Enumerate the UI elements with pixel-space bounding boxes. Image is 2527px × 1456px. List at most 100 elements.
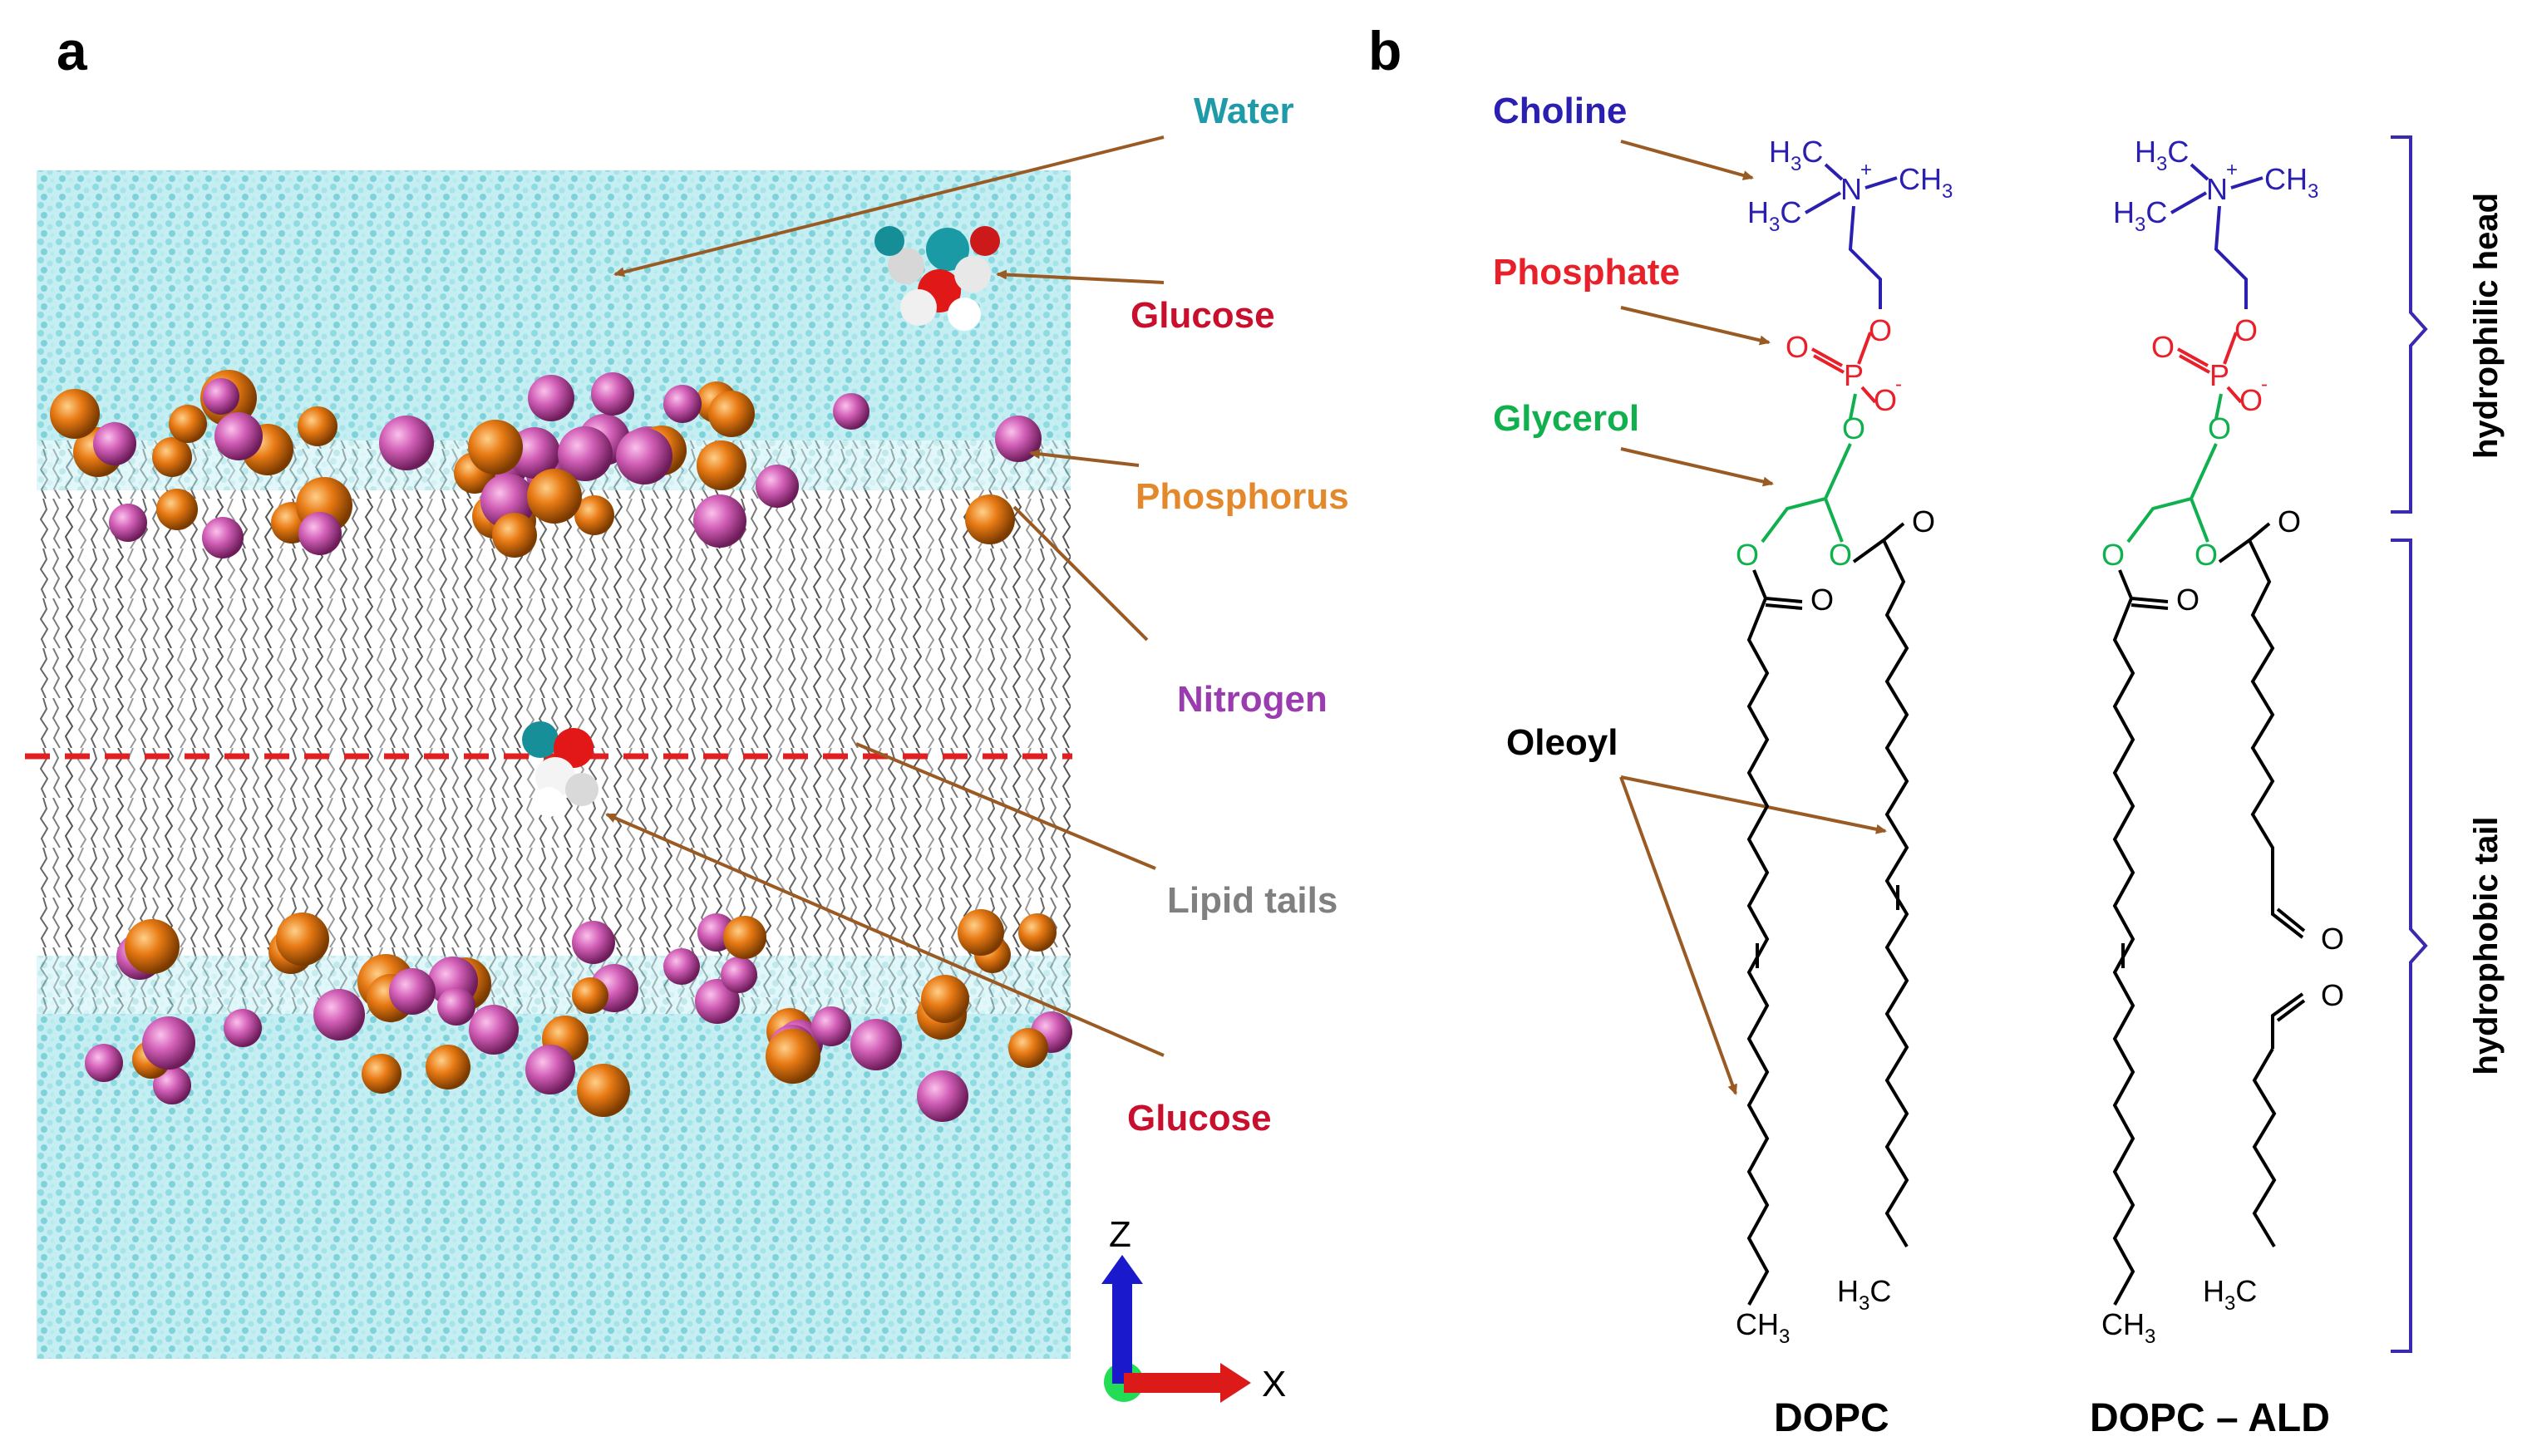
phosphorus-sphere: [362, 1054, 401, 1094]
svg-text:O: O: [2321, 922, 2344, 956]
nitrogen-sphere: [756, 465, 799, 508]
phosphorus-sphere: [152, 437, 192, 477]
nitrogen-sphere: [591, 372, 634, 416]
phosphorus-sphere: [965, 494, 1015, 544]
phosphorus-sphere: [468, 420, 523, 475]
upper-headgroup-spheres: [50, 370, 1042, 558]
phosphorus-sphere: [574, 495, 614, 535]
svg-text:N: N: [1840, 172, 1862, 206]
label-glucose-top: Glucose: [1130, 295, 1275, 336]
coordinate-axes: Z X: [1101, 1214, 1286, 1404]
label-water: Water: [1194, 91, 1294, 131]
nitrogen-sphere: [109, 504, 147, 542]
nitrogen-sphere: [469, 1005, 519, 1055]
label-lipid-tails: Lipid tails: [1167, 880, 1337, 921]
axis-z-label: Z: [1109, 1214, 1131, 1255]
svg-text:CH3: CH3: [2101, 1307, 2155, 1348]
nitrogen-sphere: [153, 1066, 191, 1104]
nitrogen-sphere: [379, 416, 434, 470]
nitrogen-sphere: [693, 494, 746, 548]
nitrogen-sphere: [85, 1044, 123, 1082]
phosphorus-sphere: [125, 919, 180, 974]
svg-text:O: O: [2151, 330, 2175, 364]
nitrogen-sphere: [663, 385, 702, 423]
svg-text:N: N: [2206, 172, 2228, 206]
nitrogen-sphere: [202, 517, 244, 558]
label-glycerol: Glycerol: [1493, 398, 1639, 439]
region-brackets: [2391, 135, 2428, 1353]
nitrogen-sphere: [811, 1006, 851, 1046]
label-dopc: DOPC: [1774, 1396, 1889, 1440]
label-glucose-bottom: Glucose: [1127, 1098, 1272, 1139]
label-nitrogen: Nitrogen: [1177, 679, 1328, 720]
nitrogen-sphere: [298, 512, 342, 555]
svg-text:O: O: [1786, 330, 1809, 364]
label-hydrophobic-tail: hydrophobic tail: [2468, 816, 2505, 1075]
svg-text:O: O: [2176, 583, 2199, 617]
nitrogen-sphere: [850, 1019, 902, 1070]
label-hydrophilic-head: hydrophilic head: [2468, 193, 2505, 459]
phosphorus-sphere: [298, 406, 337, 446]
svg-text:+: +: [1860, 159, 1872, 181]
phosphorus-sphere: [723, 916, 766, 959]
svg-text:O: O: [2101, 538, 2125, 572]
svg-text:-: -: [2261, 373, 2268, 396]
label-phosphorus: Phosphorus: [1135, 476, 1349, 517]
nitrogen-sphere: [572, 921, 615, 964]
dopc-ald-structure: H3C H3C N + CH3 O O P O - O O O O O CH3 …: [2101, 135, 2344, 1348]
svg-text:H3C: H3C: [2135, 135, 2189, 175]
nitrogen-sphere: [525, 1045, 575, 1094]
phosphorus-sphere: [958, 909, 1004, 956]
phosphorus-sphere: [169, 405, 207, 443]
label-phosphate: Phosphate: [1493, 252, 1680, 293]
panel-b-label: b: [1368, 20, 1401, 81]
label-oleoyl: Oleoyl: [1506, 722, 1618, 763]
svg-text:H3C: H3C: [2203, 1274, 2257, 1315]
phosphorus-sphere: [492, 513, 537, 558]
phosphorus-sphere: [276, 912, 329, 966]
simulation-box: [25, 170, 1072, 1359]
nitrogen-sphere: [142, 1016, 195, 1070]
phosphorus-sphere: [577, 1064, 630, 1117]
phosphorus-sphere: [1008, 1028, 1048, 1068]
svg-text:O: O: [2234, 313, 2258, 347]
nitrogen-sphere: [721, 957, 757, 993]
glucose-center-molecule: [522, 721, 598, 817]
dopc-structure: H3C H3C N + CH3 O O P O - O O O O O CH3: [1736, 135, 1953, 1348]
annotation-arrows-a: [605, 135, 1165, 1057]
nitrogen-sphere: [995, 416, 1042, 462]
label-dopc-ald: DOPC – ALD: [2090, 1396, 2330, 1440]
svg-text:O: O: [1810, 583, 1834, 617]
svg-text:O: O: [2208, 411, 2231, 445]
label-choline: Choline: [1493, 91, 1627, 131]
phosphorus-sphere: [156, 489, 198, 530]
nitrogen-sphere: [528, 375, 574, 421]
lower-headgroup-spheres: [85, 909, 1072, 1122]
phosphorus-sphere: [572, 977, 608, 1014]
svg-text:O: O: [2239, 383, 2263, 417]
svg-text:+: +: [2226, 159, 2238, 181]
nitrogen-sphere: [389, 968, 436, 1015]
svg-text:O: O: [1842, 411, 1865, 445]
phosphorus-sphere: [921, 975, 969, 1023]
svg-text:O: O: [1912, 504, 1935, 539]
svg-text:O: O: [1829, 538, 1852, 572]
panel-a-label: a: [57, 20, 88, 81]
svg-text:O: O: [2194, 538, 2218, 572]
svg-text:-: -: [1895, 373, 1902, 396]
phosphorus-sphere: [697, 440, 746, 490]
axis-x-label: X: [1262, 1364, 1286, 1404]
nitrogen-sphere: [695, 979, 740, 1024]
nitrogen-sphere: [437, 987, 475, 1026]
nitrogen-sphere: [833, 393, 869, 430]
svg-text:H3C: H3C: [1769, 135, 1823, 175]
phosphorus-sphere: [527, 469, 582, 524]
svg-text:O: O: [1869, 313, 1892, 347]
svg-text:O: O: [2321, 978, 2344, 1012]
nitrogen-sphere: [558, 426, 613, 481]
nitrogen-sphere: [663, 948, 700, 985]
svg-text:CH3: CH3: [1899, 162, 1953, 203]
nitrogen-sphere: [203, 378, 239, 415]
svg-text:O: O: [1736, 538, 1759, 572]
